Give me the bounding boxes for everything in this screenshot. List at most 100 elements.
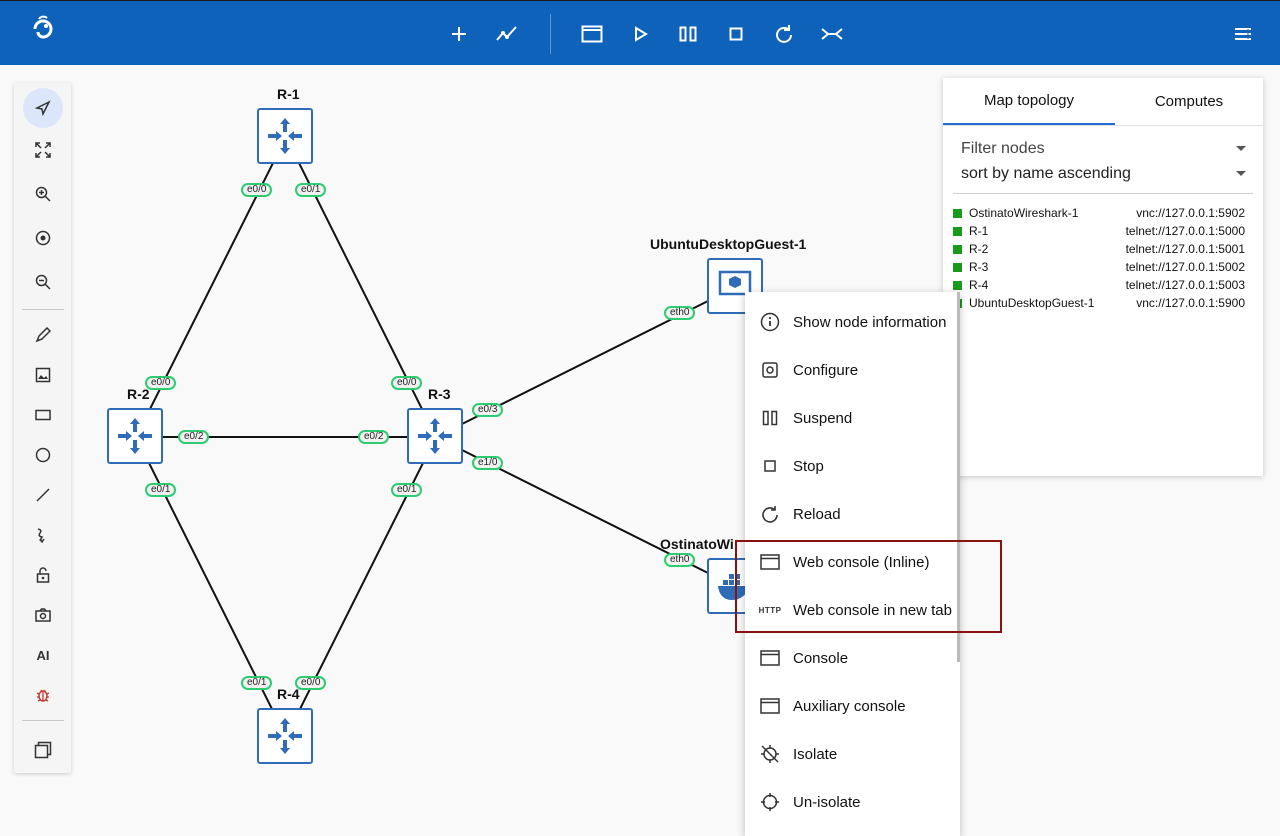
highlight-box — [735, 540, 1002, 633]
node-list-item[interactable]: UbuntuDesktopGuest-1 vnc://127.0.0.1:590… — [953, 295, 1245, 313]
router-icon — [418, 418, 452, 454]
menu-item-label: Stop — [793, 457, 824, 475]
menu-scrollbar[interactable] — [957, 292, 960, 662]
desktop-vm-icon — [718, 270, 752, 296]
console-address: telnet://127.0.0.1:5001 — [1125, 242, 1245, 256]
ai-icon[interactable]: AI — [23, 635, 63, 675]
image-icon[interactable] — [23, 355, 63, 395]
router-node-r3[interactable] — [407, 408, 463, 464]
zoom-out-icon[interactable] — [23, 262, 63, 302]
left-toolbar: AI — [14, 83, 71, 773]
toolbar-divider — [550, 14, 551, 54]
menu-item-reload[interactable]: Reload — [745, 490, 960, 538]
node-label-ostinato: OstinatoWi — [660, 536, 734, 552]
layers-icon[interactable] — [23, 730, 63, 770]
reload-icon[interactable] — [769, 19, 799, 49]
router-icon — [268, 718, 302, 754]
node-label-r3: R-3 — [428, 386, 451, 402]
ellipse-icon[interactable] — [23, 435, 63, 475]
node-list-item[interactable]: R-3 telnet://127.0.0.1:5002 — [953, 259, 1245, 277]
aux-console-icon — [759, 695, 781, 717]
port-label: eth0 — [664, 306, 696, 320]
status-indicator — [953, 263, 962, 272]
ai-label: AI — [36, 647, 50, 663]
reload-icon — [759, 503, 781, 525]
stop-icon[interactable] — [721, 19, 751, 49]
screenshot-icon[interactable] — [23, 595, 63, 635]
menu-item-show-node-information[interactable]: Show node information — [745, 298, 960, 346]
http-text: HTTP — [758, 605, 782, 615]
bug-icon[interactable] — [23, 675, 63, 715]
router-node-r4[interactable] — [257, 708, 313, 764]
menu-item-auxiliary-console[interactable]: Auxiliary console — [745, 682, 960, 730]
tab-computes[interactable]: Computes — [1154, 93, 1224, 110]
node-name: OstinatoWireshark-1 — [969, 206, 1079, 220]
node-name: R-1 — [969, 224, 989, 238]
console-address: telnet://127.0.0.1:5003 — [1125, 278, 1245, 292]
stop-icon — [759, 455, 781, 477]
node-list-item[interactable]: R-4 telnet://127.0.0.1:5003 — [953, 277, 1245, 295]
zoom-in-icon[interactable] — [23, 174, 63, 214]
port-label: e0/3 — [472, 403, 504, 417]
link-r1-r3 — [285, 136, 437, 438]
menu-item-suspend[interactable]: Suspend — [745, 394, 960, 442]
port-label: e0/1 — [391, 483, 423, 497]
port-label: e0/1 — [241, 676, 273, 690]
menu-item-console[interactable]: Console — [745, 634, 960, 682]
fit-icon[interactable] — [23, 130, 63, 170]
filter-nodes-select[interactable]: Filter nodes — [961, 140, 1246, 158]
select-icon[interactable] — [23, 88, 63, 128]
reset-icon[interactable] — [817, 19, 847, 49]
port-label: e0/0 — [241, 183, 273, 197]
menu-item-stop[interactable]: Stop — [745, 442, 960, 490]
menu-item-label: Isolate — [793, 745, 838, 763]
menu-item-isolate[interactable]: Isolate — [745, 730, 960, 778]
link-icon[interactable] — [492, 19, 522, 49]
start-icon[interactable] — [625, 19, 655, 49]
chevron-down-icon — [1236, 146, 1246, 151]
menu-item-label: Auxiliary console — [793, 697, 906, 715]
status-indicator — [953, 209, 962, 218]
node-list-item[interactable]: R-2 telnet://127.0.0.1:5001 — [953, 241, 1245, 259]
line-icon[interactable] — [23, 475, 63, 515]
topology-canvas[interactable]: R-1 R-2 R-3 R-4 UbuntuDesktopGuest-1 Ost… — [0, 65, 1280, 836]
node-name: R-3 — [969, 260, 989, 274]
menu-item-label: Reload — [793, 505, 841, 523]
router-node-r1[interactable] — [257, 108, 313, 164]
node-list-item[interactable]: R-1 telnet://127.0.0.1:5000 — [953, 223, 1245, 241]
rectangle-icon[interactable] — [23, 395, 63, 435]
console-address: vnc://127.0.0.1:5902 — [1136, 206, 1245, 220]
link-r3-r4 — [285, 436, 437, 738]
toolbar-divider — [22, 309, 64, 310]
node-list-item[interactable]: OstinatoWireshark-1 vnc://127.0.0.1:5902 — [953, 205, 1245, 223]
lock-icon[interactable] — [23, 555, 63, 595]
tab-map-topology[interactable]: Map topology — [943, 78, 1115, 125]
settings-icon — [759, 359, 781, 381]
add-node-icon[interactable] — [444, 19, 474, 49]
node-label-ubuntu: UbuntuDesktopGuest-1 — [650, 236, 807, 252]
gns3-logo-icon[interactable] — [28, 14, 58, 44]
console-all-icon[interactable] — [577, 19, 607, 49]
console-address: vnc://127.0.0.1:5900 — [1136, 296, 1245, 310]
status-indicator — [953, 245, 962, 254]
menu-item-label: Show node information — [793, 313, 947, 331]
router-node-r2[interactable] — [107, 408, 163, 464]
node-name: R-2 — [969, 242, 989, 256]
reset-zoom-icon[interactable] — [23, 218, 63, 258]
menu-item-web-console-inline[interactable]: Web console (Inline) — [745, 538, 960, 586]
port-label: e0/2 — [178, 430, 210, 444]
curve-icon[interactable] — [23, 515, 63, 555]
router-icon — [268, 118, 302, 154]
sort-select[interactable]: sort by name ascending — [961, 165, 1246, 183]
menu-item-web-console-new-tab[interactable]: HTTP Web console in new tab — [745, 586, 960, 634]
node-label-r1: R-1 — [277, 86, 300, 102]
suspend-icon[interactable] — [673, 19, 703, 49]
hamburger-icon[interactable] — [1228, 19, 1258, 49]
toolbar-divider — [22, 720, 64, 721]
console-address: telnet://127.0.0.1:5000 — [1125, 224, 1245, 238]
menu-item-configure[interactable]: Configure — [745, 346, 960, 394]
tab-divider — [943, 125, 1263, 126]
node-name: UbuntuDesktopGuest-1 — [969, 296, 1095, 310]
draw-icon[interactable] — [23, 315, 63, 355]
menu-item-un-isolate[interactable]: Un-isolate — [745, 778, 960, 826]
